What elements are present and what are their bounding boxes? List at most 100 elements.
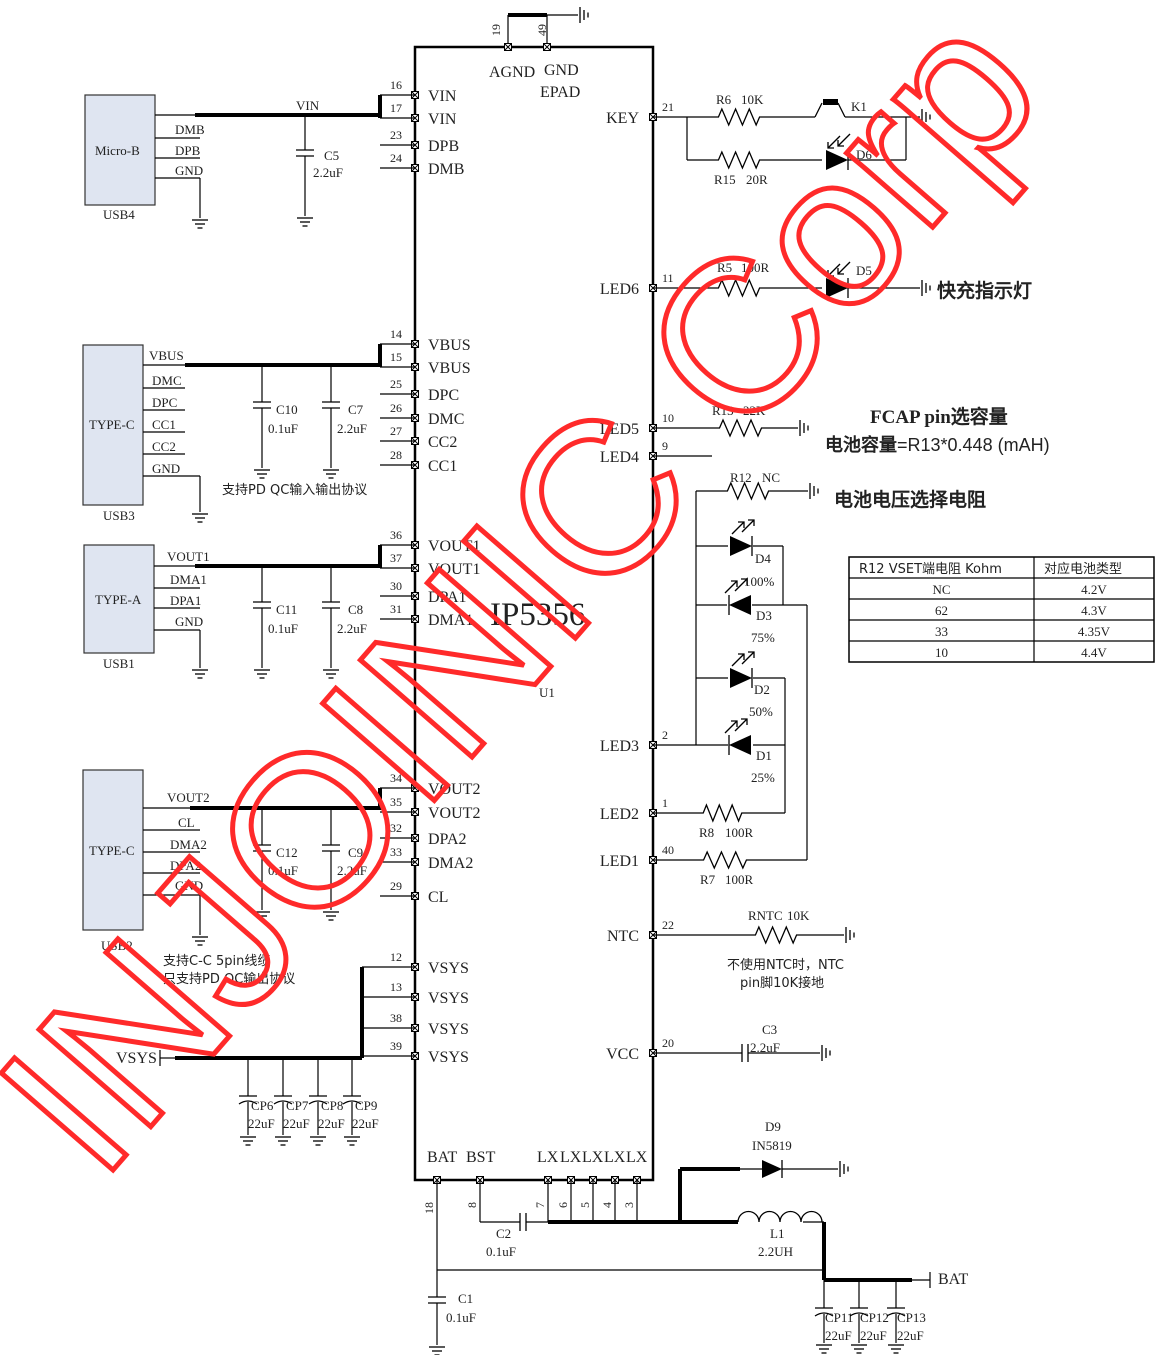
cap-ref: CP6 [251,1098,274,1113]
r15-value: 20R [746,172,768,187]
d9-ref: D9 [765,1119,781,1134]
rntc-value: 10K [787,908,810,923]
resistor-rntc [752,925,800,945]
pin-name: LED3 [600,738,639,755]
pin-name: VOUT2 [428,781,480,798]
usb3-pin-cc2: CC2 [152,439,176,454]
pin-name: BST [466,1149,496,1166]
k1-ref: K1 [851,99,867,114]
led5-circuit: R13 22K FCAP pin选容量 电池容量=R13*0.448 (mAH) [653,403,1050,457]
pin-number: 11 [662,271,674,285]
pin-name: LED4 [600,449,639,466]
usb1-pin-dpa1: DPA1 [170,593,201,608]
c5-value: 2.2uF [313,165,343,180]
diode-d3 [724,578,751,615]
cap-value: 22uF [248,1116,275,1131]
pin-name: CL [428,889,448,906]
table-cell: 62 [935,603,948,618]
pin-name: DMA2 [428,855,473,872]
cap-ref: CP8 [321,1098,343,1113]
pin-number: 22 [662,918,674,932]
pin-name: VOUT1 [428,538,480,555]
table-cell: 4.4V [1081,645,1107,660]
pin-name: LED1 [600,853,639,870]
usb2-pin-dma2: DMA2 [170,837,207,852]
pin-number: 5 [578,1202,592,1208]
usb3-pin-vbus: VBUS [149,348,184,363]
bottom-pin-7: 7LX [533,1149,559,1208]
cap-c10: C10 0.1uF [253,365,298,479]
pin-number: 10 [662,411,674,425]
usb4-pin-dmb: DMB [175,122,205,137]
note-fcap-title: FCAP pin选容量 [870,405,1008,428]
pin-name: VSYS [428,960,469,977]
pin-number: 14 [390,327,402,341]
bottom-pin-8: 8 BST [465,1149,496,1208]
led-indicator-network: R12 NC 电池电压选择电阻 D4 100% D3 75% D2 50% D1… [653,470,986,887]
pin-number: 15 [390,350,402,364]
usb2-pin-cl: CL [178,815,195,830]
d2-ref: D2 [754,682,770,697]
pin-name: CC1 [428,458,457,475]
resistor-r8 [700,803,745,823]
pin-number: 21 [662,100,674,114]
pin-number: 2 [662,728,668,742]
cap-ref: CP13 [897,1310,926,1325]
c1-value: 0.1uF [446,1310,476,1325]
c7-value: 2.2uF [337,421,367,436]
usb4-ref: USB4 [103,207,135,222]
pin-number: 34 [390,771,402,785]
cap-c7: C7 2.2uF [322,365,367,479]
pin-epad: EPAD [540,84,580,101]
usb4-connector: Micro-B USB4 VIN DMB DPB GND [84,94,415,229]
usb3-ref: USB3 [103,508,135,523]
cap-value: 22uF [897,1328,924,1343]
l1-ref: L1 [770,1226,784,1241]
pin-name: KEY [606,110,639,127]
r6-value: 10K [741,92,764,107]
pin-number: 7 [533,1202,547,1208]
pin-number: 12 [390,950,402,964]
pin-name: LX [582,1149,604,1166]
pin-number: 38 [390,1011,402,1025]
top-pins: 19 49 AGND GND EPAD [489,6,589,101]
pin-num-49: 49 [535,24,549,36]
cap-c8: C8 2.2uF [322,566,367,679]
pin-name: LX [560,1149,582,1166]
note-vset-title: 电池电压选择电阻 [834,488,986,511]
usb3-connector: TYPE-C USB3 VBUS DMC DPC CC1 CC2 GND 支持P… [82,343,415,523]
cap-cp6: CP6 22uF [238,1058,275,1146]
vcc-circuit: C3 2.2uF [653,1022,831,1062]
pin-name: VSYS [428,1021,469,1038]
table-cell: 4.3V [1081,603,1107,618]
r5-value: 100R [741,260,770,275]
c5-ref: C5 [324,148,339,163]
cap-cp13: CP13 22uF [886,1280,926,1354]
ntc-circuit: RNTC 10K 不使用NTC时，NTC pin脚10K接地 [653,908,855,991]
note-pd-qc: 支持PD QC输入输出协议 [222,482,367,498]
led6-circuit: R5 100R D5 快充指示灯 [653,260,1032,302]
resistor-r12 [724,481,772,501]
cap-c5: C5 2.2uF [296,115,343,227]
diode-d5 [826,261,851,298]
pin-number: 8 [465,1202,479,1208]
